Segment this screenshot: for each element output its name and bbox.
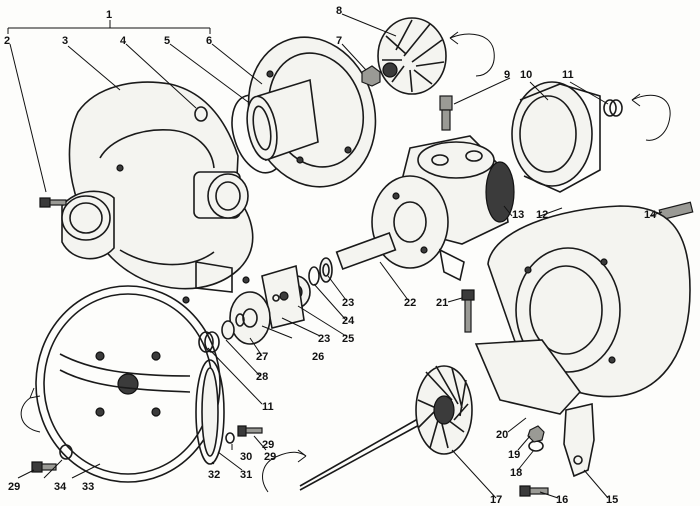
screw-2 xyxy=(39,197,67,208)
bracket-15 xyxy=(563,403,595,478)
nut-19 xyxy=(527,425,545,443)
center-housing xyxy=(371,135,515,282)
callout-13: 13 xyxy=(512,209,524,221)
plate-27 xyxy=(229,291,271,345)
callout-6: 6 xyxy=(206,35,212,47)
callout-21: 21 xyxy=(436,297,448,309)
bolt-21 xyxy=(461,289,475,333)
callout-16: 16 xyxy=(556,494,568,506)
callout-10: 10 xyxy=(520,69,532,81)
turbine-housing xyxy=(474,205,691,415)
gasket-32 xyxy=(195,359,225,465)
group-bracket-1 xyxy=(7,20,211,34)
callout-labels: 1 2 3 4 5 6 7 8 9 10 11 12 13 14 15 16 1… xyxy=(4,5,657,506)
callout-33: 33 xyxy=(82,481,94,493)
callout-4: 4 xyxy=(120,35,127,47)
shaft-sleeve-22 xyxy=(335,231,397,271)
leader-lines xyxy=(9,13,663,499)
washer-18 xyxy=(528,440,544,452)
callout-30: 30 xyxy=(240,451,252,463)
compressor-housing xyxy=(61,81,254,304)
callout-2: 2 xyxy=(4,35,10,47)
heat-shield-10 xyxy=(511,81,601,193)
ring-28 xyxy=(221,320,235,340)
bolt-16 xyxy=(519,485,549,497)
callout-24: 24 xyxy=(342,315,355,327)
callout-19: 19 xyxy=(508,449,520,461)
callout-12: 12 xyxy=(536,209,548,221)
oil-fitting-9 xyxy=(439,95,453,131)
compressor-back-plate xyxy=(246,36,377,188)
callout-9: 9 xyxy=(504,69,510,81)
callout-28: 28 xyxy=(256,371,268,383)
callout-23: 23 xyxy=(342,297,354,309)
nut-7 xyxy=(361,65,381,87)
callout-26: 26 xyxy=(312,351,324,363)
callout-11-repeat: 11 xyxy=(262,401,274,413)
turbine-wheel-shaft xyxy=(299,365,473,491)
callout-23-repeat: 23 xyxy=(318,333,330,345)
ring-24 xyxy=(308,266,320,286)
callout-5: 5 xyxy=(164,35,170,47)
washer-34 xyxy=(59,444,73,460)
cover-plate-33 xyxy=(35,285,221,483)
callout-15: 15 xyxy=(606,494,618,506)
washer-30 xyxy=(225,432,235,444)
callout-27: 27 xyxy=(256,351,268,363)
bushing-23 xyxy=(319,257,333,283)
o-ring-4 xyxy=(194,106,208,122)
callout-11: 11 xyxy=(562,69,574,81)
callout-25: 25 xyxy=(342,333,354,345)
callout-1: 1 xyxy=(106,9,112,21)
callout-29: 29 xyxy=(264,451,276,463)
compressor-wheel xyxy=(377,17,447,95)
callout-14: 14 xyxy=(644,209,657,221)
callout-32: 32 xyxy=(208,469,220,481)
callout-8: 8 xyxy=(336,5,342,17)
piston-rings-11 xyxy=(603,99,623,117)
callout-22: 22 xyxy=(404,297,416,309)
callout-29-repeat: 29 xyxy=(8,481,20,493)
callout-34: 34 xyxy=(54,481,67,493)
callout-3: 3 xyxy=(62,35,68,47)
callout-18: 18 xyxy=(510,467,522,479)
callout-7: 7 xyxy=(336,35,342,47)
callout-17: 17 xyxy=(490,494,502,506)
callout-20: 20 xyxy=(496,429,508,441)
bolt-29-left xyxy=(31,461,57,473)
callout-31: 31 xyxy=(240,469,252,481)
callout-29-third: 29 xyxy=(262,439,274,451)
bolt-29 xyxy=(237,425,263,437)
